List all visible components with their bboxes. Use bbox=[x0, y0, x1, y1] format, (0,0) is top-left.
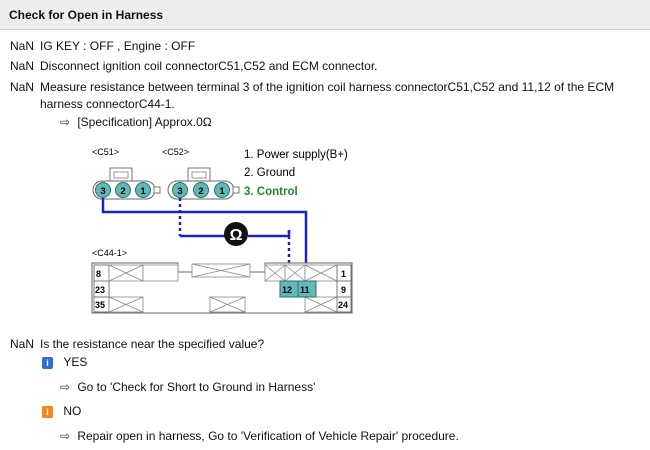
c52-pin-1: 1 bbox=[219, 186, 225, 197]
info-icon: i bbox=[42, 356, 53, 369]
step-text: IG KEY : OFF , Engine : OFF bbox=[40, 39, 196, 53]
c44-label: <C44-1> bbox=[92, 248, 127, 258]
ecm-pin-8: 8 bbox=[96, 269, 101, 279]
c52-connector: 3 2 1 bbox=[167, 167, 240, 200]
ohm-symbol: Ω bbox=[230, 227, 243, 244]
c51-pin-3: 3 bbox=[100, 186, 105, 197]
ecm-pin-1: 1 bbox=[341, 269, 346, 279]
question-text: Is the resistance near the specified val… bbox=[40, 337, 265, 351]
step-text: Measure resistance between terminal 3 of… bbox=[40, 80, 615, 111]
ecm-pin-23: 23 bbox=[95, 285, 105, 295]
section-title: Check for Open in Harness bbox=[9, 8, 164, 22]
legend-power: 1. Power supply(B+) bbox=[244, 149, 348, 161]
wiring-diagram: <C51> <C52> 1. Power supply(B+) 2. Groun… bbox=[91, 147, 353, 314]
ecm-pin-12: 12 bbox=[282, 285, 292, 295]
c51-connector: 3 2 1 bbox=[92, 167, 161, 200]
ecm-pin-24: 24 bbox=[338, 300, 348, 310]
ecm-pin-11: 11 bbox=[300, 285, 310, 295]
legend-control: 3. Control bbox=[244, 186, 298, 198]
answer-no-label: NO bbox=[63, 404, 82, 418]
answer-yes-action-text: Go to 'Check for Short to Ground in Harn… bbox=[77, 380, 316, 394]
ecm-connector: 8 23 35 12 11 bbox=[91, 262, 353, 314]
step-text: Disconnect ignition coil connectorC51,C5… bbox=[40, 59, 378, 73]
harness-wires bbox=[101, 198, 308, 287]
section-header: Check for Open in Harness bbox=[0, 0, 650, 30]
info-icon: i bbox=[42, 405, 53, 418]
legend-ground: 2. Ground bbox=[244, 167, 295, 179]
arrow-right-icon: ⇨ bbox=[60, 380, 71, 394]
c51-pin-2: 2 bbox=[120, 186, 125, 197]
specification-line: ⇨ [Specification] Approx.0Ω bbox=[60, 115, 212, 129]
step-number: NaN bbox=[10, 80, 35, 94]
specification-text: [Specification] Approx.0Ω bbox=[77, 115, 212, 129]
ecm-pin-9: 9 bbox=[341, 285, 346, 295]
answer-no-action: ⇨ Repair open in harness, Go to 'Verific… bbox=[60, 429, 459, 443]
arrow-right-icon: ⇨ bbox=[60, 429, 71, 443]
answer-yes-label: YES bbox=[63, 355, 88, 369]
answer-no: i NO bbox=[42, 404, 81, 418]
c52-pin-3: 3 bbox=[177, 186, 182, 197]
step-number: NaN bbox=[10, 39, 35, 53]
ecm-pin-35: 35 bbox=[95, 300, 105, 310]
step-number: NaN bbox=[10, 59, 35, 73]
c52-label: <C52> bbox=[162, 147, 189, 157]
answer-yes-action: ⇨ Go to 'Check for Short to Ground in Ha… bbox=[60, 380, 315, 394]
c51-label: <C51> bbox=[92, 147, 119, 157]
answer-yes: i YES bbox=[42, 355, 87, 369]
c51-pin-1: 1 bbox=[140, 186, 146, 197]
arrow-right-icon: ⇨ bbox=[60, 115, 71, 129]
c52-pin-2: 2 bbox=[198, 186, 203, 197]
answer-no-action-text: Repair open in harness, Go to 'Verificat… bbox=[77, 429, 459, 443]
step-number: NaN bbox=[10, 337, 35, 351]
ohmmeter-icon: Ω bbox=[224, 222, 248, 246]
